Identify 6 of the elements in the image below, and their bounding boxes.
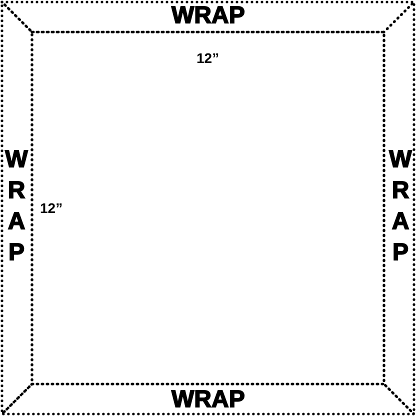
wrap-label: WRAP: [172, 388, 245, 412]
wrap-label: WRAP: [172, 4, 245, 28]
wrap-label: WRAP: [388, 146, 412, 270]
dimension-label: 12”: [40, 200, 63, 216]
wrap-label: WRAP: [4, 146, 28, 270]
dimension-label: 12”: [196, 50, 220, 66]
